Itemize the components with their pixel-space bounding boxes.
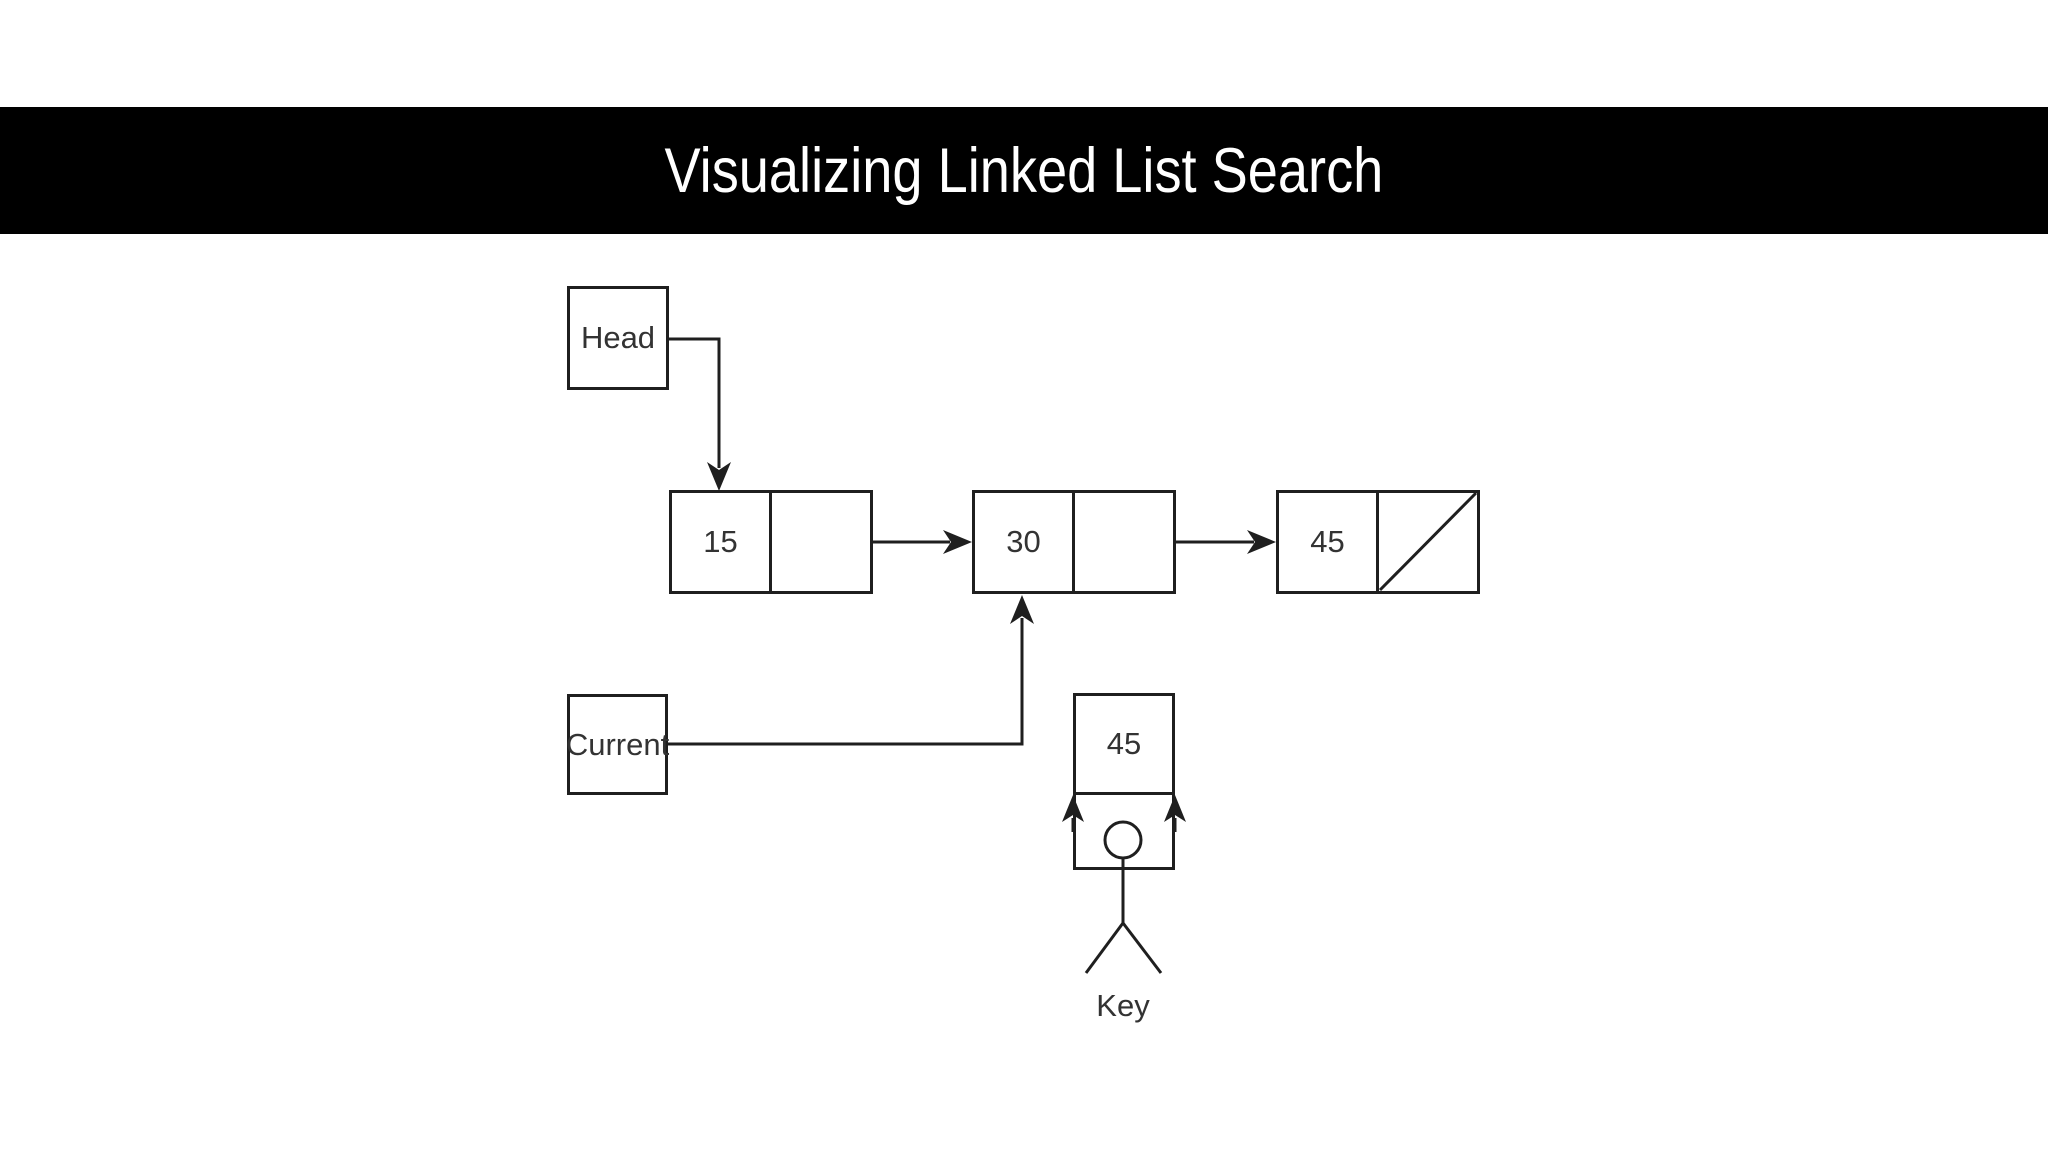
list-node-1: 15 <box>669 490 873 594</box>
node-3-value: 45 <box>1310 524 1345 559</box>
person-leg-right <box>1121 922 1163 974</box>
down-arrow-icon <box>707 462 731 491</box>
node-1-pointer-cell <box>772 493 870 591</box>
node-2-value: 30 <box>1006 524 1041 559</box>
node-1-value: 15 <box>703 524 738 559</box>
next-arrow-1 <box>873 530 972 554</box>
node-2-data-cell: 30 <box>975 493 1075 591</box>
key-value: 45 <box>1106 726 1142 761</box>
key-label: Key <box>1096 988 1150 1023</box>
title-banner: Visualizing Linked List Search <box>0 107 2048 234</box>
current-pointer-box: Current <box>565 694 670 795</box>
node-3-data-cell: 45 <box>1279 493 1379 591</box>
right-arrow-icon <box>1247 530 1276 554</box>
current-label: Current <box>565 726 670 762</box>
person-leg-left <box>1084 922 1125 974</box>
list-node-3: 45 <box>1276 490 1480 594</box>
current-arrow <box>668 595 1034 746</box>
node-3-pointer-cell <box>1379 493 1477 591</box>
page-title: Visualizing Linked List Search <box>664 135 1384 206</box>
head-label: Head <box>580 320 656 355</box>
node-1-data-cell: 15 <box>672 493 772 591</box>
head-arrow <box>669 337 731 491</box>
right-arrow-icon <box>943 530 972 554</box>
head-arrow-line <box>669 337 721 468</box>
key-actor-box <box>1073 795 1175 870</box>
next-arrow-2 <box>1176 530 1276 554</box>
key-value-box: 45 <box>1073 693 1175 795</box>
head-pointer-box: Head <box>567 286 669 390</box>
list-node-2: 30 <box>972 490 1176 594</box>
current-arrow-line <box>668 618 1024 746</box>
node-2-pointer-cell <box>1075 493 1173 591</box>
up-arrow-icon <box>1010 595 1034 624</box>
